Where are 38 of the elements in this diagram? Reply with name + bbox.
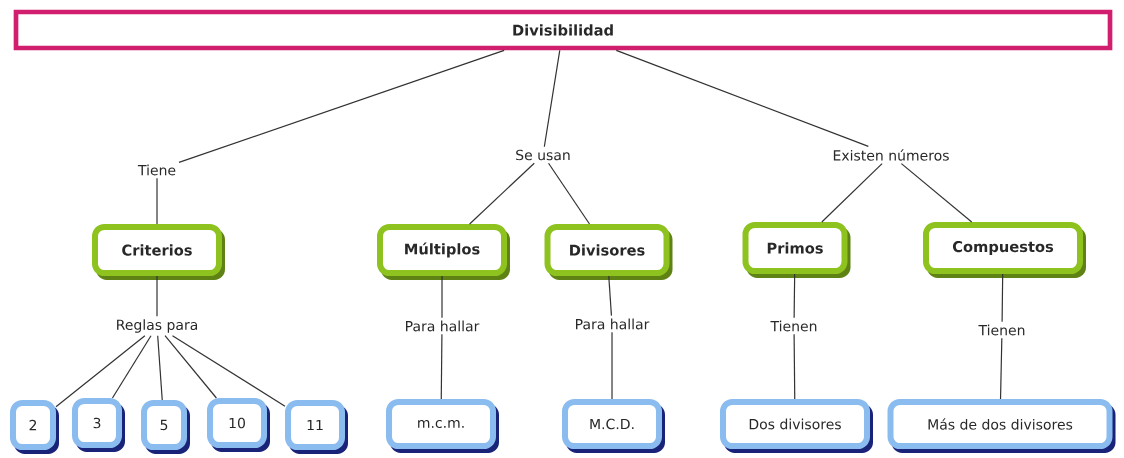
connector-line xyxy=(608,275,613,317)
concept-box: Compuestos xyxy=(923,222,1086,278)
connector-line xyxy=(469,162,535,225)
value-box: m.c.m. xyxy=(386,399,499,453)
connector-line xyxy=(157,335,163,401)
connector-line xyxy=(547,162,591,225)
value-box: 2 xyxy=(10,400,59,454)
connector-line xyxy=(55,335,146,408)
connector-line xyxy=(156,177,158,225)
connector-line xyxy=(441,275,443,319)
concept-box: Criterios xyxy=(92,224,225,280)
connector-line xyxy=(793,333,796,400)
value-box: M.C.D. xyxy=(562,399,665,453)
connector-line xyxy=(156,275,158,317)
connector-line xyxy=(1001,273,1004,323)
connector-line xyxy=(821,163,883,223)
value-box: Más de dos divisores xyxy=(887,399,1116,453)
connector-line xyxy=(999,337,1003,400)
concept-box: Primos xyxy=(742,222,851,278)
concept-box: Múltiplos xyxy=(377,224,510,280)
title-box: Divisibilidad xyxy=(13,9,1113,51)
connector-line xyxy=(615,49,869,147)
connector-line xyxy=(543,49,561,148)
value-box: 11 xyxy=(285,400,348,454)
concept-box: Divisores xyxy=(544,224,673,280)
value-box: 5 xyxy=(141,400,190,454)
connector-line xyxy=(171,335,286,407)
value-box: 10 xyxy=(207,398,270,452)
connector-line xyxy=(111,335,152,399)
connector-line xyxy=(611,331,613,400)
value-box: Dos divisores xyxy=(720,399,873,453)
connector-line xyxy=(793,273,796,319)
value-box: 3 xyxy=(72,398,125,452)
linking-phrase: Se usan xyxy=(512,147,574,163)
connector-line xyxy=(440,333,443,400)
connector-line xyxy=(164,335,217,399)
connector-line xyxy=(178,49,505,164)
connector-line xyxy=(900,163,973,223)
